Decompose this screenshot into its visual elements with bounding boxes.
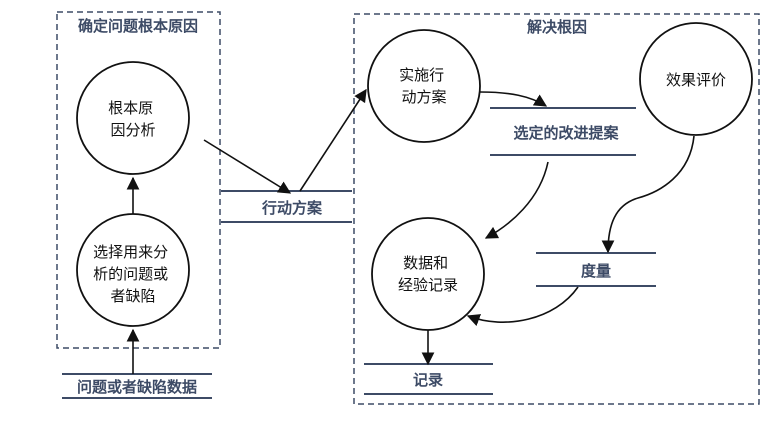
- process-root-cause-analysis: 根本原 因分析: [76, 61, 190, 175]
- flow-analysis-to-action-plan: [203, 139, 292, 194]
- store-label: 选定的改进提案: [513, 124, 619, 142]
- process-label: 数据和 经验记录: [398, 254, 458, 294]
- region-identify-root-cause: 确定问题根本原因: [56, 11, 221, 349]
- store-defect-data: 问题或者缺陷数据: [62, 373, 212, 399]
- flow-measure-to-record: [466, 286, 579, 327]
- process-label: 实施行 动方案: [399, 66, 449, 106]
- process-select-problem: 选择用来分 析的问题或 者缺陷: [76, 213, 190, 327]
- flow-proposals-to-record: [484, 161, 549, 239]
- process-label: 选择用来分 析的问题或 者缺陷: [93, 243, 173, 305]
- flow-evaluate-to-measure: [601, 135, 695, 254]
- flow-action-plan-to-implement: [299, 88, 367, 192]
- store-action-plan: 行动方案: [221, 190, 352, 223]
- store-label: 记录: [413, 371, 443, 389]
- process-label: 根本原 因分析: [108, 99, 158, 139]
- store-selected-proposals: 选定的改进提案: [490, 107, 636, 156]
- store-label: 度量: [581, 262, 611, 280]
- flow-implement-to-proposals: [479, 91, 548, 107]
- process-data-experience-record: 数据和 经验记录: [371, 217, 485, 331]
- region-solve-root-cause: 解决根因: [353, 13, 760, 405]
- store-measure: 度量: [536, 252, 656, 287]
- region-title-solve: 解决根因: [527, 18, 587, 36]
- region-title-identify: 确定问题根本原因: [78, 17, 198, 35]
- store-label: 问题或者缺陷数据: [77, 378, 197, 396]
- process-evaluate-effect: 效果评价: [639, 22, 753, 136]
- store-records: 记录: [364, 363, 493, 395]
- store-label: 行动方案: [261, 199, 323, 217]
- process-label: 效果评价: [666, 71, 726, 89]
- process-implement-plan: 实施行 动方案: [367, 29, 481, 143]
